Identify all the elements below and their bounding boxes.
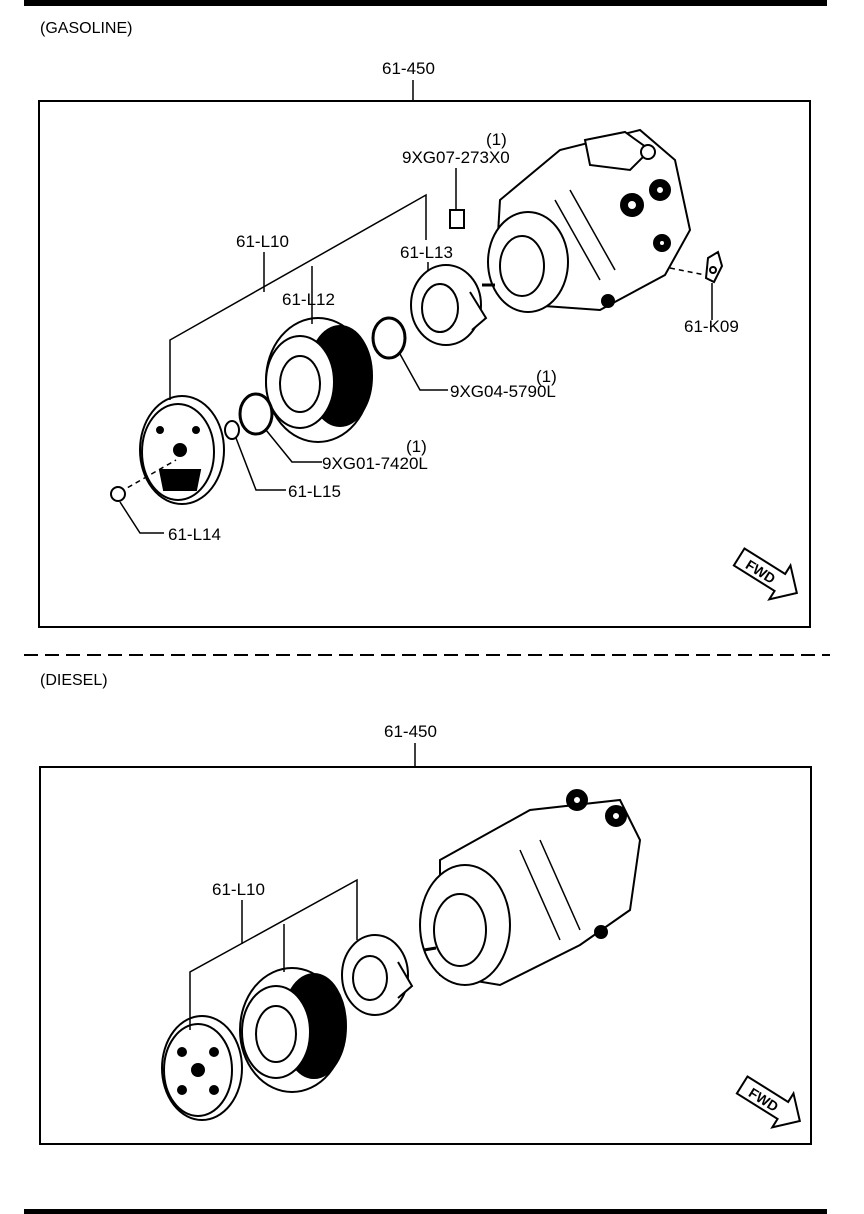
- snap-ring-b: [238, 392, 274, 436]
- part-label-l14: 61-L14: [168, 525, 221, 544]
- part-label-l15: 61-L15: [288, 482, 341, 501]
- snap-ring-a-qty: (1): [536, 367, 557, 386]
- part-label-snap-ring-a: 9XG04-5790L: [450, 382, 556, 401]
- compressor-diesel: [419, 789, 642, 987]
- l10-bracket-gasoline: [169, 193, 427, 400]
- shim-leader: [235, 437, 286, 491]
- pulley-diesel: [239, 967, 347, 1093]
- bottom-rule: [24, 1209, 827, 1214]
- assembly-label-gasoline: 61-450: [382, 59, 435, 78]
- bracket-k09: [669, 250, 724, 320]
- bolt-part: [449, 209, 465, 229]
- frame-diesel: [39, 766, 812, 1145]
- snap-ring-b-leader: [265, 429, 322, 463]
- l10-bracket-diesel: [189, 878, 358, 1030]
- nut-l14: [110, 486, 126, 502]
- section-title-gasoline: (GASOLINE): [40, 20, 132, 37]
- frame-gasoline: [38, 100, 811, 628]
- snap-ring-a-leader: [399, 353, 448, 391]
- part-label-l10-gasoline: 61-L10: [236, 232, 289, 251]
- part-label-l13: 61-L13: [400, 243, 453, 262]
- snap-ring-a: [371, 316, 407, 360]
- field-coil-diesel: [341, 934, 414, 1016]
- part-label-bolt: 9XG07-273X0: [402, 148, 510, 167]
- armature-plate-gasoline: [139, 395, 225, 505]
- field-coil-l13: [410, 264, 488, 346]
- nut-axis-dash: [119, 459, 177, 493]
- shim-l15: [224, 420, 240, 440]
- assembly-label-diesel: 61-450: [384, 722, 437, 741]
- part-label-l10-diesel: 61-L10: [212, 880, 265, 899]
- part-label-k09: 61-K09: [684, 317, 739, 336]
- bolt-qty: (1): [486, 130, 507, 149]
- snap-ring-b-qty: (1): [406, 437, 427, 456]
- part-label-snap-ring-b: 9XG01-7420L: [322, 454, 428, 473]
- armature-plate-diesel: [161, 1015, 243, 1121]
- fwd-arrow-icon: FWD: [732, 547, 799, 601]
- part-label-l12: 61-L12: [282, 290, 335, 309]
- fwd-arrow-icon-diesel: FWD: [735, 1075, 802, 1129]
- pulley-l12: [265, 317, 373, 443]
- nut-leader: [119, 501, 164, 534]
- top-rule: [24, 0, 827, 6]
- section-title-diesel: (DIESEL): [40, 672, 108, 689]
- compressor-gasoline: [482, 128, 692, 313]
